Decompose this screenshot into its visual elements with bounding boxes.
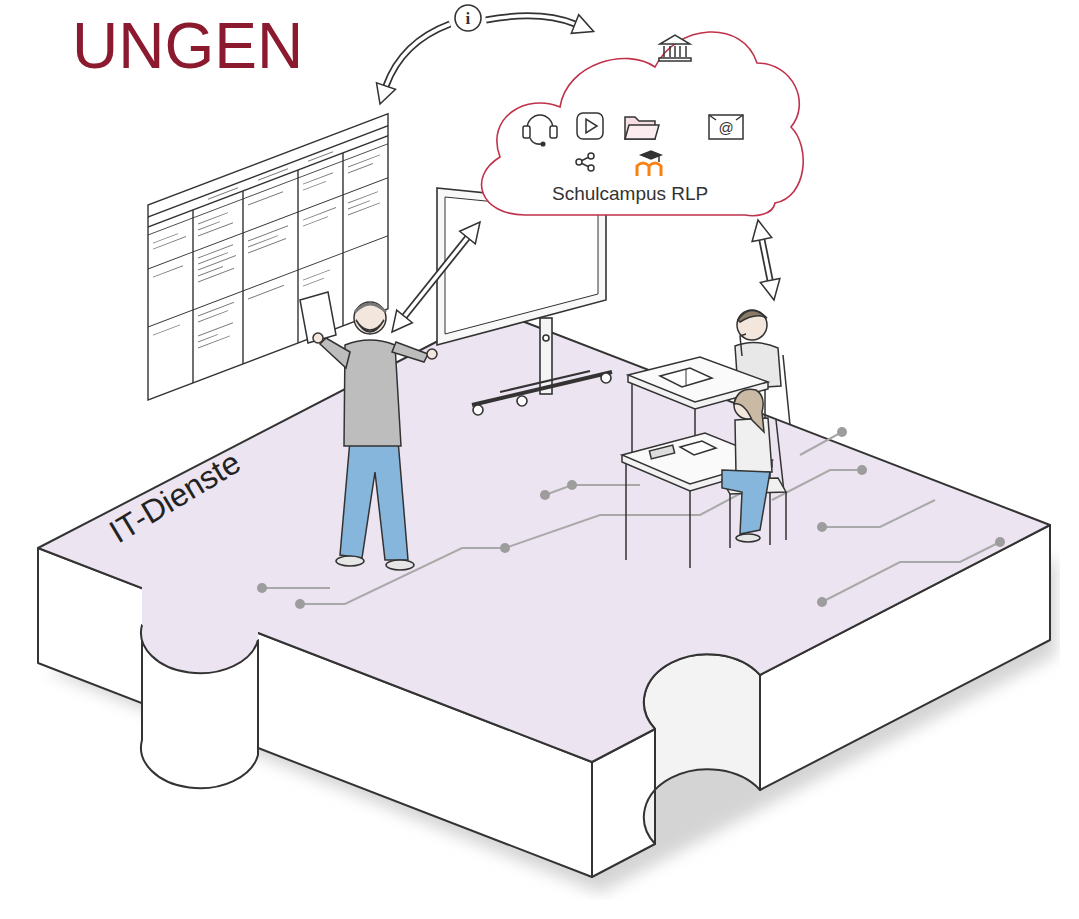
- double-arrow: [392, 222, 480, 332]
- double-arrow: [752, 220, 780, 300]
- info-exchange-arrow: [377, 5, 594, 104]
- cloud-node: Schulcampus RLP: [455, 5, 805, 220]
- page-title: UNGEN: [72, 8, 303, 85]
- cloud-title: Schulcampus RLP: [552, 183, 708, 206]
- email-symbol: @: [719, 120, 734, 135]
- info-symbol: i: [466, 10, 471, 27]
